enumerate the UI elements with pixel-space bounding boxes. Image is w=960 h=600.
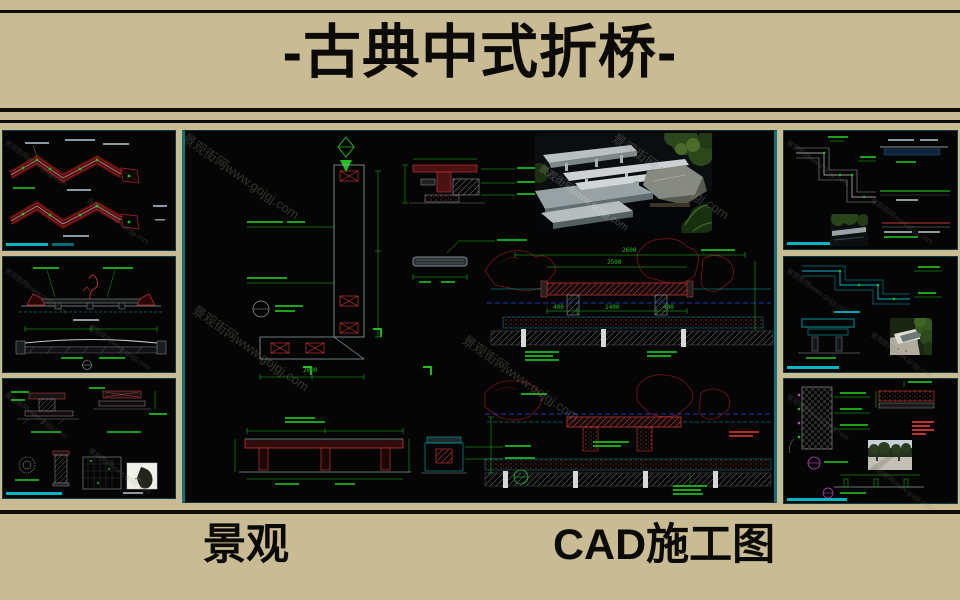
drawing-zigzag-bridge-plans [6, 139, 167, 246]
plan-l-shaped-bridge: 2000 [247, 164, 432, 380]
plan-zigzag-detail [796, 136, 876, 203]
panel-caption-bar [6, 492, 62, 495]
detail-pier-footing [421, 436, 535, 485]
elevation-deck-bench [234, 417, 411, 485]
panel-right-steps-plan [783, 256, 958, 373]
photo-inset-plaza-art [890, 318, 932, 355]
title-rule-upper [0, 108, 960, 112]
drawing-right-sheet-2 [787, 265, 942, 369]
elevation-section [15, 326, 167, 370]
panel-left-details [2, 378, 176, 499]
north-arrow-icon [337, 136, 355, 172]
drawing-bridge-elevations [15, 267, 167, 370]
top-rule [0, 10, 960, 13]
detail-pier-plan [15, 456, 39, 481]
detail-step-section [798, 318, 860, 359]
footer-rule [0, 510, 960, 514]
svg-text:400: 400 [553, 304, 564, 311]
svg-text:2500: 2500 [607, 259, 622, 266]
svg-text:2000: 2000 [303, 367, 318, 374]
elevation-railing-small [822, 474, 924, 499]
drawing-right-sheet-1 [787, 136, 950, 245]
zigzag-plan-2 [8, 200, 167, 237]
panel-left-zigzag-plans [2, 130, 176, 251]
section-bridge-over-water: 2600 2500 400 1400 400 [484, 238, 774, 361]
photo-inset-bridge-small-art [830, 214, 868, 246]
photo-inset-bridge-small [830, 214, 868, 246]
inset-sketch-white [126, 462, 158, 490]
detail-section-b [89, 387, 167, 415]
detail-long-rail [880, 190, 950, 201]
panel-caption-bar [787, 242, 835, 245]
detail-wall-section [789, 386, 870, 470]
svg-text:400: 400 [663, 304, 674, 311]
detail-deck-plank [412, 239, 527, 283]
zigzag-plan-1 [8, 139, 140, 191]
panel-right-plan-details [783, 130, 958, 250]
detail-water-edge-section [880, 139, 948, 163]
photo-zigzag-bridge-art [535, 133, 712, 233]
detail-railing-section [402, 158, 545, 204]
panel-caption-bar [6, 243, 48, 246]
drawing-construction-details [6, 387, 167, 495]
section-bridge-with-rocks [484, 374, 772, 495]
plan-zigzag-cyan [802, 265, 942, 313]
detail-coping-section [875, 381, 935, 435]
photo-zigzag-bridge [535, 133, 712, 233]
photo-inset-plaza [890, 318, 932, 355]
detail-paving-grid [82, 456, 122, 490]
elevation-ornamental [19, 267, 163, 321]
detail-section-a [11, 391, 79, 425]
photo-inset-walkway [868, 440, 912, 470]
category-label-landscape: 景观 [203, 521, 289, 569]
photo-inset-walkway-art [868, 440, 912, 470]
drawing-right-sheet-3 [787, 381, 935, 501]
detail-base-course [882, 222, 950, 238]
drawing-main-sheet: 2000 [234, 136, 774, 495]
panel-caption-bar [787, 366, 839, 369]
title-rule-lower [0, 120, 960, 123]
detail-pier-section [52, 450, 70, 487]
svg-text:1400: 1400 [605, 304, 620, 311]
svg-text:2600: 2600 [622, 247, 637, 254]
panel-left-elevations [2, 256, 176, 373]
panel-caption-bar [787, 498, 847, 501]
category-label-cad: CAD施工图 [553, 521, 776, 569]
page-title: -古典中式折桥- [282, 20, 678, 85]
